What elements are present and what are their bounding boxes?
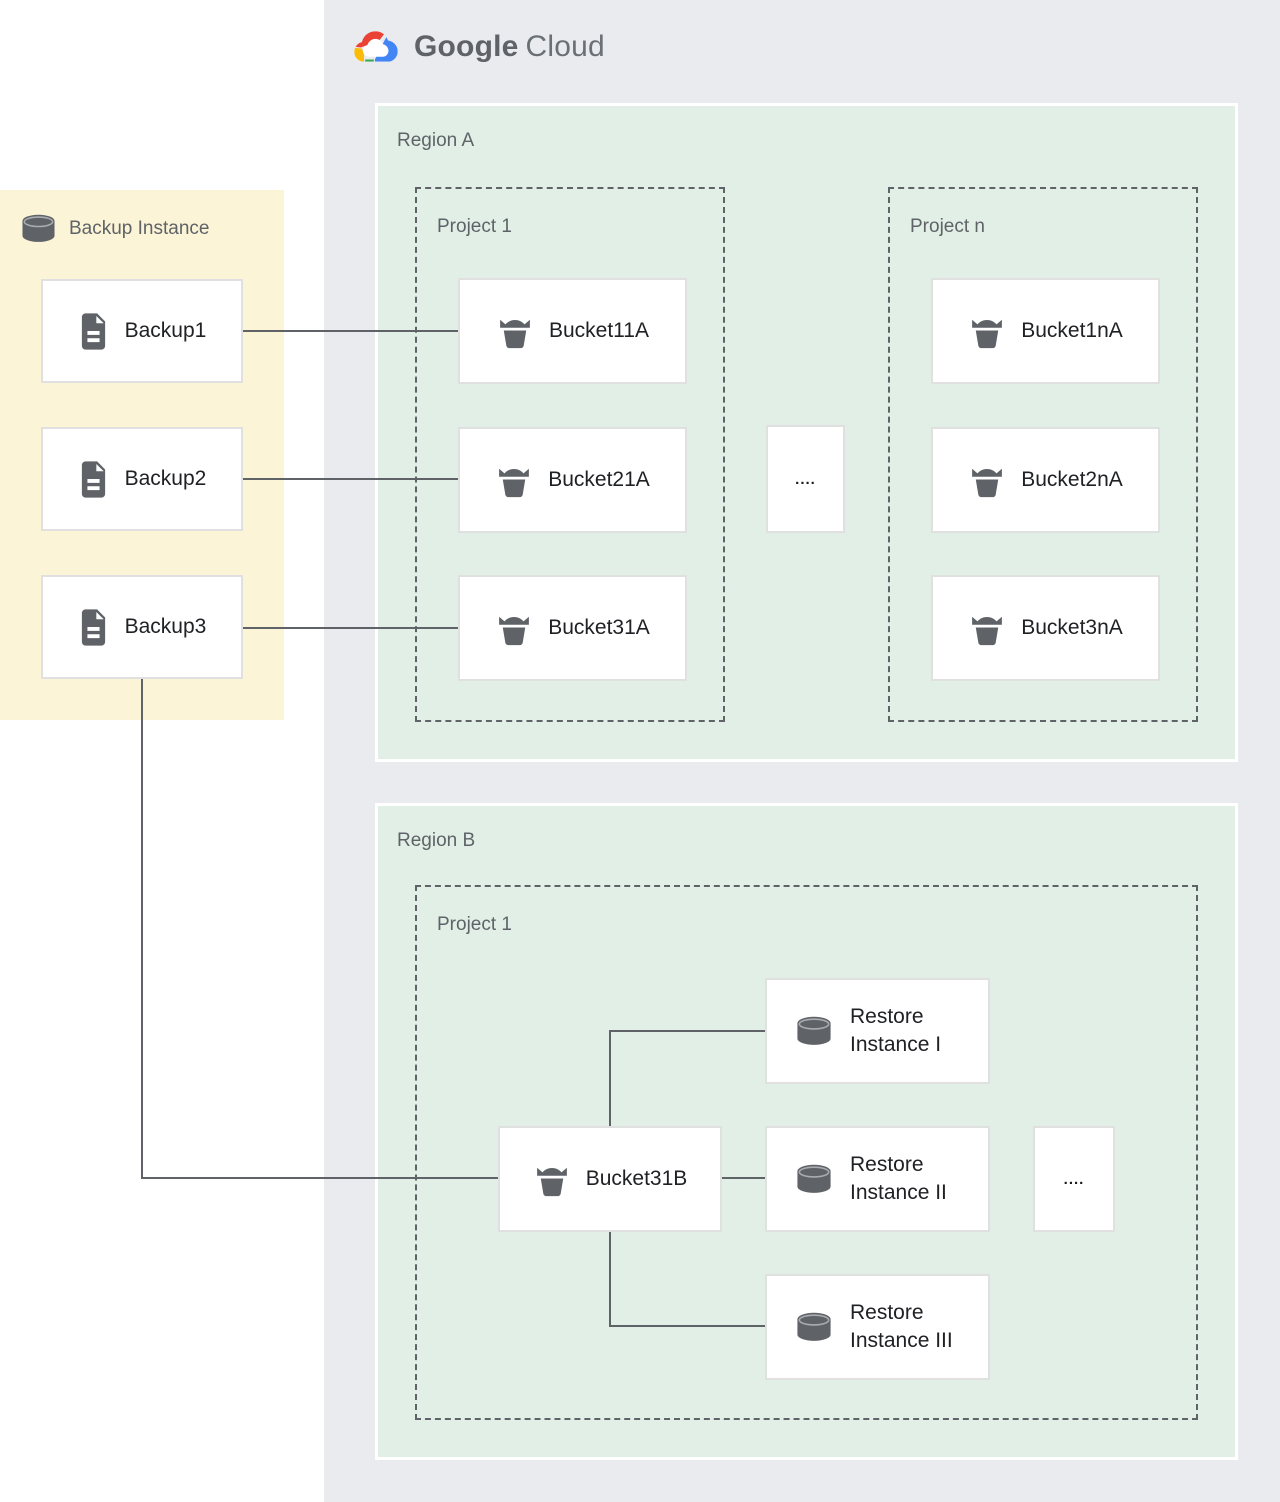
region-b-label: Region B	[397, 830, 476, 851]
bucket-icon	[496, 314, 534, 349]
bucket-icon	[495, 611, 533, 646]
restore-instance-2-node: Restore Instance II	[765, 1126, 990, 1232]
logo-product-text: Cloud	[525, 30, 605, 63]
bucket2na-label: Bucket2nA	[1021, 468, 1123, 491]
ellipsis-box-region-b: ....	[1033, 1126, 1115, 1232]
bucket1na-label: Bucket1nA	[1021, 319, 1123, 342]
google-cloud-logo-icon	[352, 28, 400, 66]
database-icon	[795, 1312, 833, 1342]
bucket3na-node: Bucket3nA	[931, 575, 1160, 681]
region-a-label: Region A	[397, 130, 475, 151]
connector-bucket31b-restore3-horizontal	[609, 1325, 765, 1327]
bucket-icon	[968, 611, 1006, 646]
connector-backup3-bucket31b-vertical	[141, 679, 143, 1179]
project-1-region-a: Project 1 Bucket11A Bucket21A Bucket31A	[415, 187, 725, 722]
bucket31a-label: Bucket31A	[548, 616, 650, 639]
document-icon	[78, 312, 109, 351]
backup-instance-header: Backup Instance	[20, 214, 209, 243]
bucket-icon	[968, 314, 1006, 349]
bucket-icon	[533, 1162, 571, 1197]
ellipsis-box-region-a: ....	[766, 425, 845, 533]
backup1-node: Backup1	[41, 279, 243, 383]
restore-instance-2-label: Restore Instance II	[850, 1153, 947, 1204]
connector-backup1-bucket11a	[243, 330, 458, 332]
project-1b-label: Project 1	[437, 914, 512, 935]
bucket-icon	[968, 463, 1006, 498]
bucket21a-node: Bucket21A	[458, 427, 687, 533]
bucket3na-label: Bucket3nA	[1021, 616, 1123, 639]
document-icon	[78, 608, 109, 647]
connector-backup3-bucket31a	[243, 627, 458, 629]
bucket31b-label: Bucket31B	[585, 1167, 688, 1190]
logo-brand-text: Google	[414, 30, 519, 63]
project-na-label: Project n	[910, 216, 985, 237]
connector-bucket31b-restore1-vertical	[609, 1030, 611, 1126]
document-icon	[78, 460, 109, 499]
backup-instance-title: Backup Instance	[69, 217, 210, 239]
backup2-node: Backup2	[41, 427, 243, 531]
bucket31b-node: Bucket31B	[498, 1126, 722, 1232]
connector-backup2-bucket21a	[243, 478, 458, 480]
ellipsis-text: ....	[795, 470, 816, 488]
restore-instance-3-node: Restore Instance III	[765, 1274, 990, 1380]
bucket2na-node: Bucket2nA	[931, 427, 1160, 533]
project-1-region-b: Project 1 Bucket31B Restore Instance I R…	[415, 885, 1198, 1420]
ellipsis-text: ....	[1063, 1170, 1085, 1188]
database-icon	[20, 214, 57, 243]
restore-instance-3-label: Restore Instance III	[850, 1301, 953, 1352]
backup3-label: Backup3	[124, 615, 207, 638]
bucket11a-node: Bucket11A	[458, 278, 687, 384]
project-1a-label: Project 1	[437, 216, 512, 237]
connector-bucket31b-restore1-horizontal	[609, 1030, 765, 1032]
project-n-region-a: Project n Bucket1nA Bucket2nA Bucket3nA	[888, 187, 1198, 722]
bucket-icon	[495, 463, 533, 498]
bucket21a-label: Bucket21A	[548, 468, 650, 491]
connector-bucket31b-restore3-vertical	[609, 1232, 611, 1327]
restore-instance-1-label: Restore Instance I	[850, 1005, 942, 1056]
backup-instance-panel: Backup Instance Backup1 Backup2 Backup3	[0, 190, 284, 720]
connector-backup3-bucket31b-horizontal	[141, 1177, 498, 1179]
database-icon	[795, 1164, 833, 1194]
backup3-node: Backup3	[41, 575, 243, 679]
database-icon	[795, 1016, 833, 1046]
backup1-label: Backup1	[124, 319, 207, 342]
connector-bucket31b-restore2	[722, 1177, 765, 1179]
bucket31a-node: Bucket31A	[458, 575, 687, 681]
region-a: Region A Project 1 Bucket11A Bucket21A B…	[375, 103, 1238, 762]
bucket1na-node: Bucket1nA	[931, 278, 1160, 384]
restore-instance-1-node: Restore Instance I	[765, 978, 990, 1084]
region-b: Region B Project 1 Bucket31B Restore Ins…	[375, 803, 1238, 1460]
bucket11a-label: Bucket11A	[548, 319, 649, 342]
backup2-label: Backup2	[124, 467, 207, 490]
